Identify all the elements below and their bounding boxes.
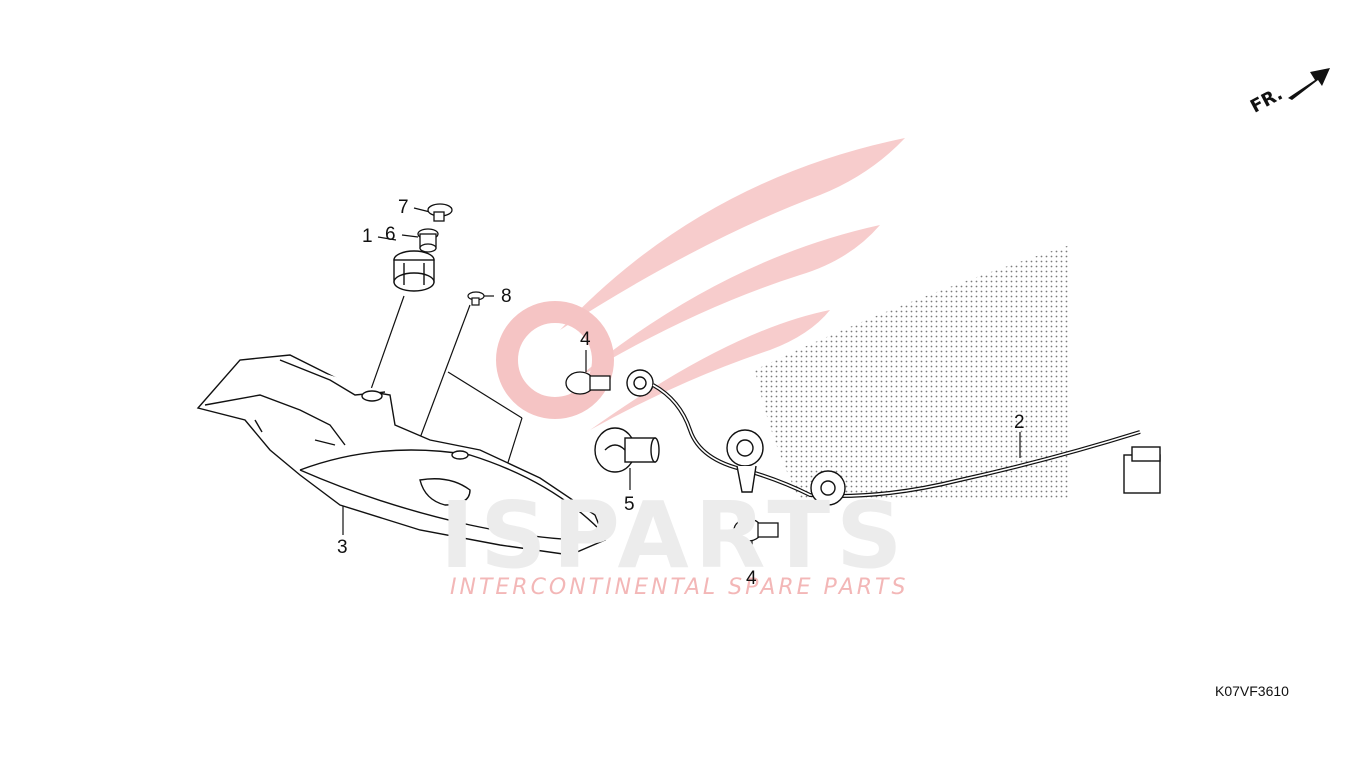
- watermark-brand: ISPARTS: [440, 482, 909, 589]
- callout-7: 7: [398, 197, 409, 218]
- grommet-part-1: [393, 250, 435, 292]
- wing-logo-watermark-icon: [496, 138, 1070, 500]
- callout-2: 2: [1014, 412, 1025, 433]
- callout-3: 3: [337, 537, 348, 558]
- wedge-bulb-part-4-upper: [565, 371, 611, 395]
- callout-6: 6: [385, 224, 396, 245]
- callout-4-upper: 4: [580, 329, 591, 350]
- screw-part-8: [467, 291, 485, 306]
- bulb-part-5: [594, 427, 660, 473]
- wedge-bulb-part-4-lower: [733, 518, 779, 542]
- collar-part-6: [417, 228, 439, 253]
- callout-1: 1: [362, 226, 373, 247]
- leader-lines: [342, 207, 1021, 565]
- socket-harness-part-2: [626, 369, 1161, 506]
- diagram-code: K07VF3610: [1215, 683, 1289, 699]
- front-direction-arrow-icon: [1288, 68, 1330, 100]
- taillight-housing-part-3: [196, 354, 606, 556]
- callout-8: 8: [501, 286, 512, 307]
- callout-5: 5: [624, 494, 635, 515]
- callout-4-lower: 4: [746, 568, 757, 589]
- screw-part-7: [427, 203, 453, 222]
- watermark-tagline: INTERCONTINENTAL SPARE PARTS: [450, 575, 909, 600]
